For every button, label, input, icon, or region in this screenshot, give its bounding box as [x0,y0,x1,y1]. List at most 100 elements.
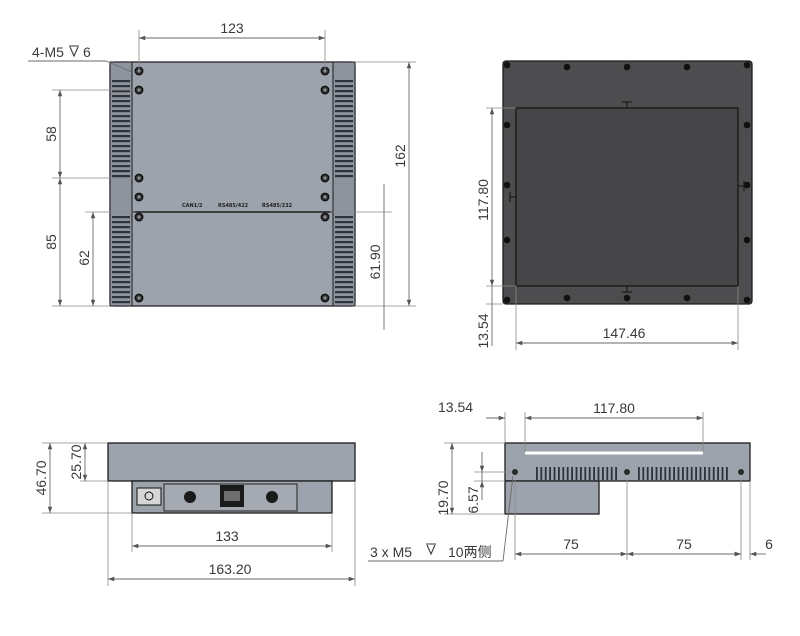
port-label-can: CAN1/2 [182,203,203,209]
fin [335,125,353,128]
fin [112,286,130,289]
fin [335,145,353,148]
fin [571,467,573,480]
fin [642,467,645,480]
mount-hole-icon [563,294,571,302]
fin [335,130,353,133]
dim-left-upper: 58 [43,126,59,142]
fin [112,80,130,83]
fin [677,467,680,480]
antenna-connector-left-icon [184,491,196,503]
fin [335,241,353,244]
fin [602,467,604,480]
fin [335,216,353,219]
mount-hole-icon [743,181,751,189]
screw-center [137,88,141,92]
fin [335,251,353,254]
fin [335,115,353,118]
fin [112,165,130,168]
fin [112,301,130,304]
top-view-right-fin-band [332,61,356,307]
fin [335,271,353,274]
screw-center [137,215,141,219]
fin [112,170,130,173]
fin [112,105,130,108]
fin [335,105,353,108]
fin [558,467,560,480]
dim-bottom-height: 117.80 [475,179,491,221]
fin [112,256,130,259]
fin [335,85,353,88]
fin [610,467,613,480]
fin [112,140,130,143]
hole-depth-symbol-icon [426,543,436,556]
fin [335,231,353,234]
fin [112,110,130,113]
fin [335,100,353,103]
dim-left-inner: 62 [76,250,92,266]
side-hole-right [738,469,744,475]
mount-hole-icon [743,296,751,304]
fin [335,226,353,229]
fin [584,467,587,480]
fin [615,467,617,480]
fin [699,467,702,480]
fin [112,276,130,279]
fin [335,276,353,279]
dim-side-offset: 13.54 [438,399,473,415]
mount-hole-icon [623,294,631,302]
fin [673,467,675,480]
fin [335,140,353,143]
dc-power-port [136,487,162,506]
side-heatsink-fins [536,467,728,480]
mount-hole-icon [743,236,751,244]
mount-hole-icon [743,61,751,69]
recess-tick-marks [509,101,745,293]
dim-side-height: 19.70 [435,480,451,515]
side-lower-body [504,480,600,515]
dim-front-upper: 25.70 [68,444,84,479]
dim-thread-callout: 4-M5 [32,44,64,60]
screw-center [137,176,141,180]
screw-center [137,69,141,73]
mount-hole-icon [623,63,631,71]
fin [335,261,353,264]
fin [712,467,715,480]
fin [335,175,353,178]
dim-side-length: 117.80 [593,400,635,416]
fin [112,266,130,269]
screw-center [137,195,141,199]
fin [112,291,130,294]
fin [544,467,547,480]
fin [638,467,640,480]
fin [646,467,649,480]
fin [553,467,556,480]
fin [566,467,569,480]
fin [708,467,711,480]
front-view: 46.70 25.70 133 163.20 [33,442,356,586]
fin [112,261,130,264]
fin [335,221,353,224]
fin [704,467,706,480]
antenna-connector-right-icon [266,491,278,503]
fin [335,281,353,284]
fin [112,221,130,224]
top-view-left-fin-band [109,61,133,307]
fin [536,467,538,480]
dim-side-pitch-1: 75 [563,536,579,552]
fin [112,241,130,244]
fin [112,251,130,254]
fin [686,467,689,480]
screw-center [323,69,327,73]
fin [112,150,130,153]
dc-power-jack-icon [144,491,154,501]
fin [112,130,130,133]
fin [695,467,697,480]
dim-side-end-offset: 6 [765,536,773,552]
fin [562,467,565,480]
screw-center [323,176,327,180]
fin [335,301,353,304]
fin [112,236,130,239]
